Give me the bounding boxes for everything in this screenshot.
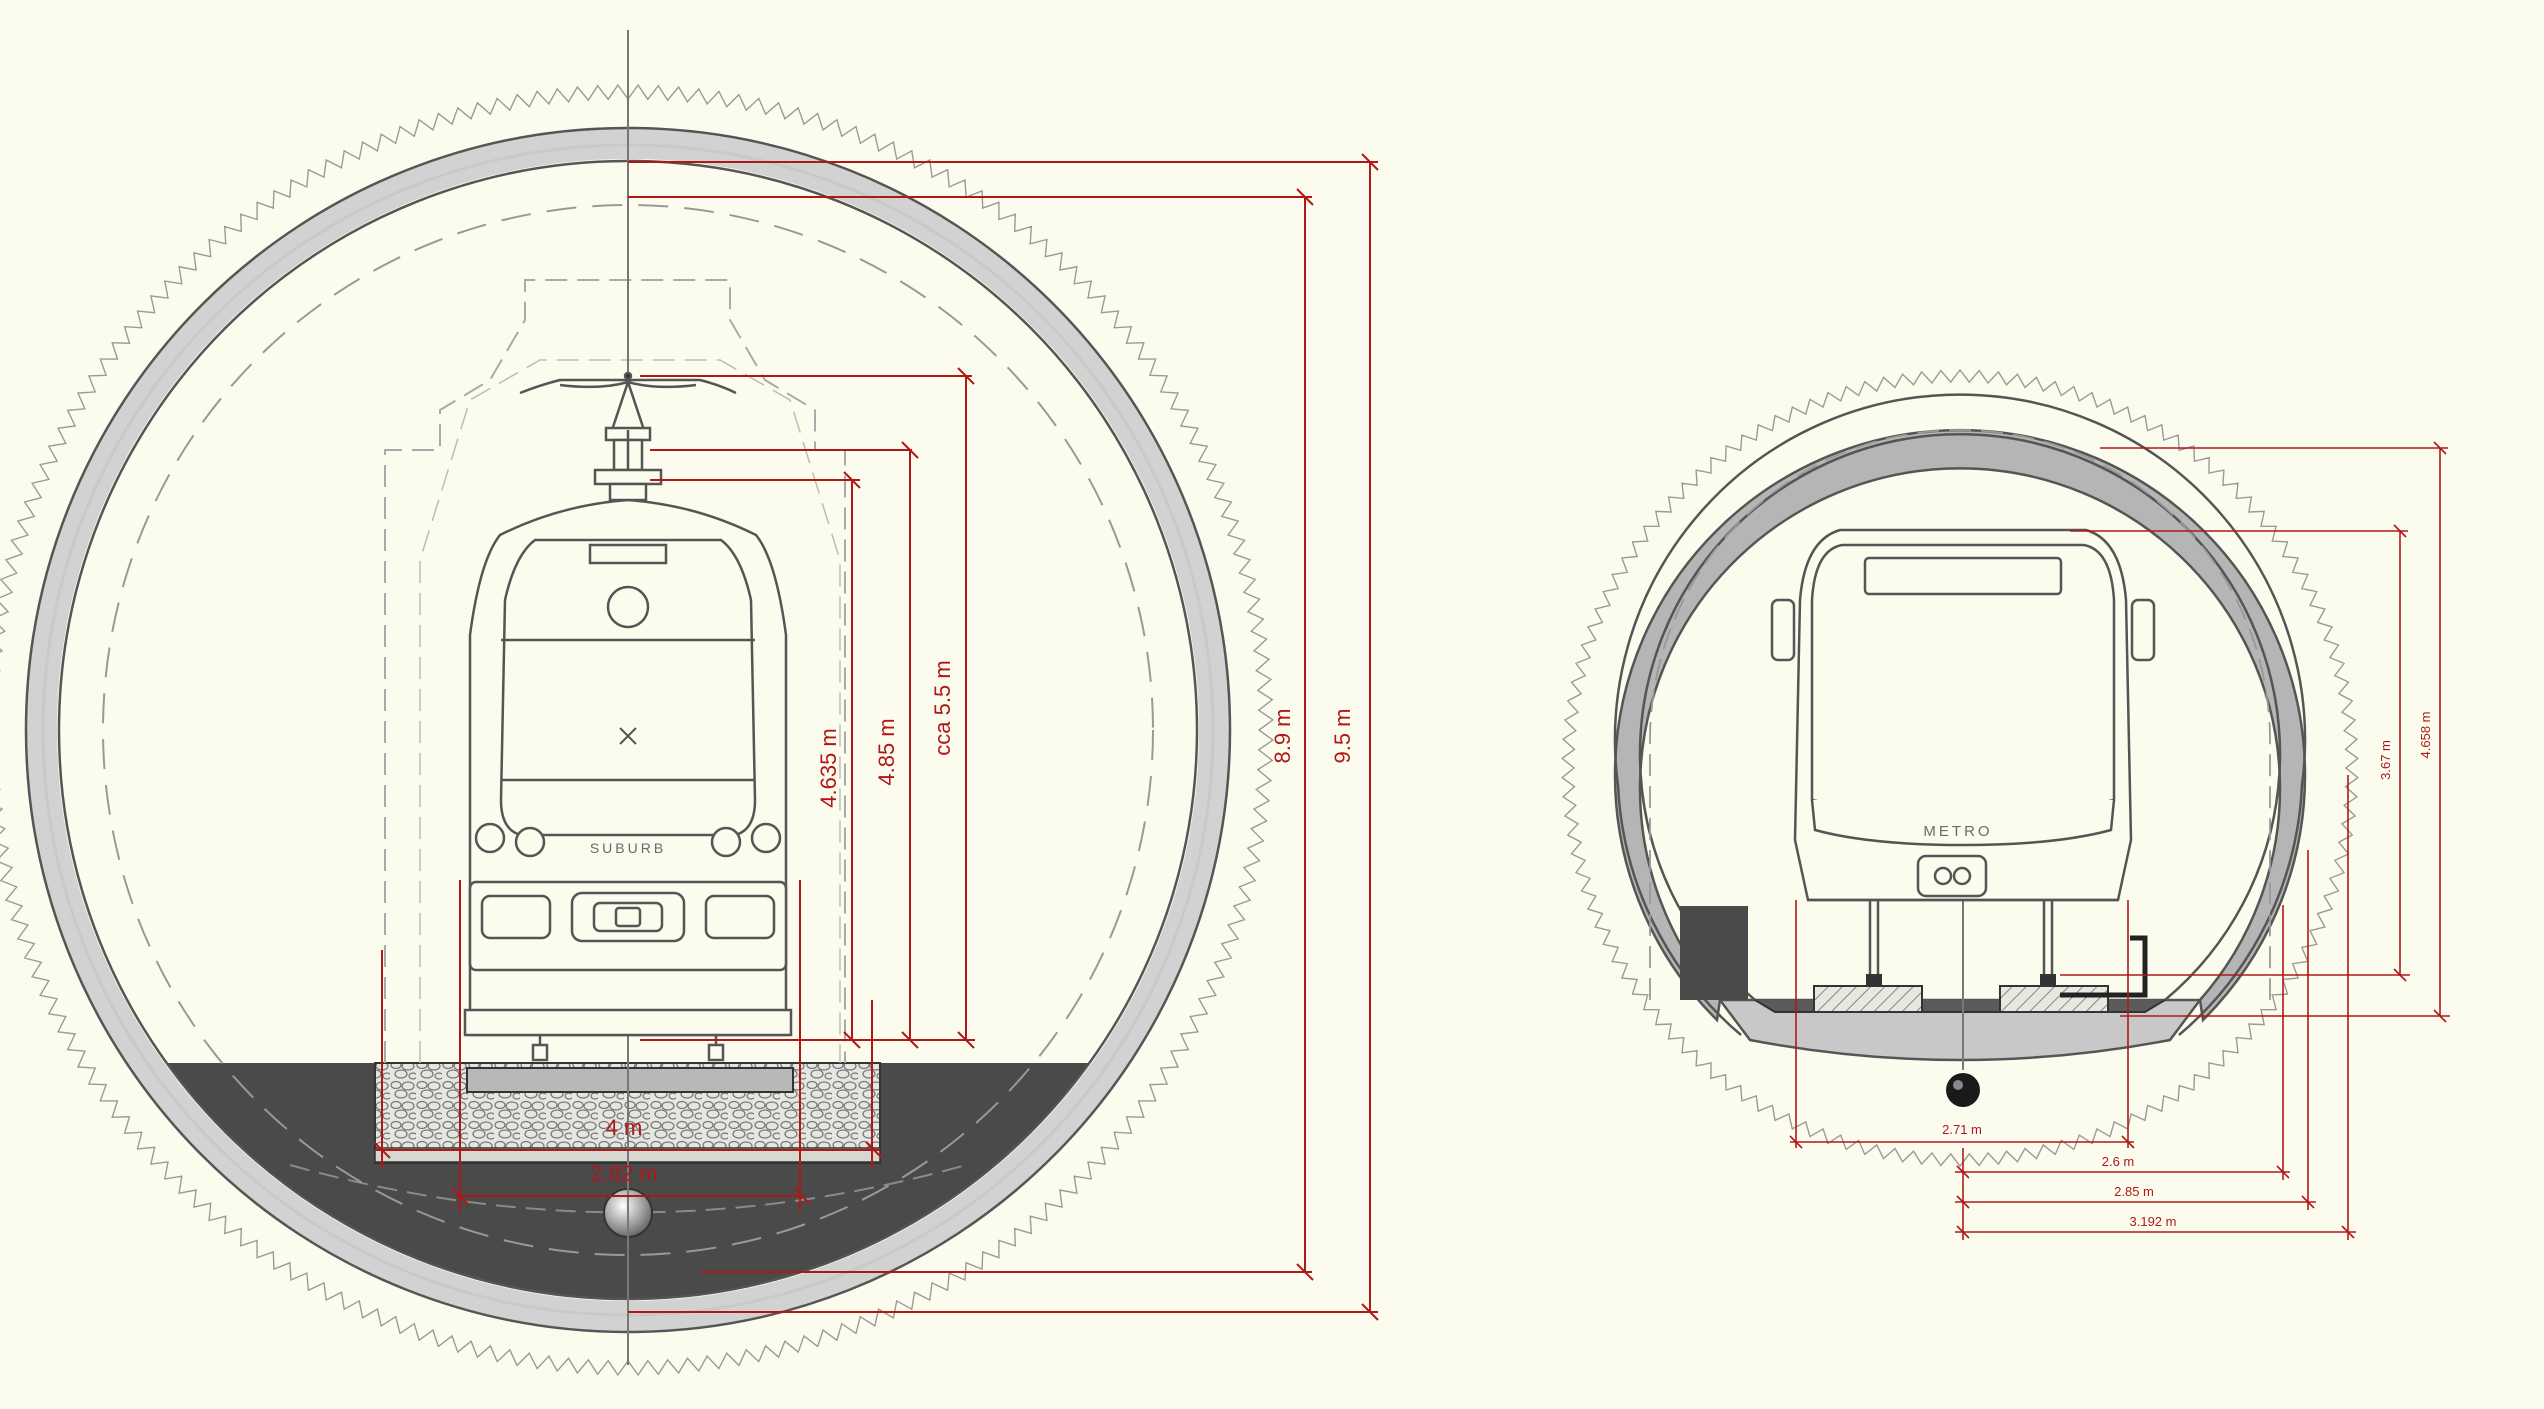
- metro-train-label: METRO: [1923, 823, 1992, 840]
- drain-pipe-right: [1946, 1073, 1980, 1107]
- dim-inner-height: 4.658 m: [2418, 712, 2433, 759]
- dim-half-width-b: 2.85 m: [2114, 1184, 2154, 1199]
- suburb-train-label: SUBURB: [590, 840, 666, 856]
- ground-boundary-right: [1560, 368, 2360, 1168]
- dim-contact-wire-height: 4.635 m: [816, 728, 841, 808]
- dim-half-width-c: 3.192 m: [2130, 1214, 2177, 1229]
- ground-boundary-left: [0, 83, 1275, 1377]
- dim-outer-diameter: 9.5 m: [1330, 708, 1355, 763]
- dim-clearance-height: 3.67 m: [2378, 740, 2393, 780]
- dimension-lines-right: [1789, 441, 2450, 1240]
- suburb-train: [463, 498, 793, 1062]
- walkway: [1680, 906, 1748, 1000]
- tunnel-invert-right: [1717, 998, 2203, 1062]
- metro-train: [1770, 528, 2156, 902]
- dimension-labels-left: 4 m 2.82 m 4.635 m 4.85 m cca 5.5 m 8.9 …: [590, 660, 1355, 1186]
- metro-tunnel: METRO 2.71 m 2.6 m 2.: [1560, 368, 2450, 1240]
- dim-catenary-height: cca 5.5 m: [930, 660, 955, 755]
- dimension-lines-left: [373, 153, 1379, 1321]
- dim-half-width-a: 2.6 m: [2102, 1154, 2135, 1169]
- dim-track-gauge: 2.82 m: [590, 1161, 657, 1186]
- dim-pantograph-height: 4.85 m: [874, 718, 899, 785]
- dim-vehicle-width: 2.71 m: [1942, 1122, 1982, 1137]
- dim-ballast-width: 4 m: [606, 1115, 643, 1140]
- dim-inner-diameter: 8.9 m: [1270, 708, 1295, 763]
- suburb-tunnel: SUBURB: [0, 30, 1379, 1377]
- dimension-labels-right: 2.71 m 2.6 m 2.85 m 3.192 m 3.67 m 4.658…: [1942, 712, 2433, 1229]
- pantograph: [519, 371, 737, 502]
